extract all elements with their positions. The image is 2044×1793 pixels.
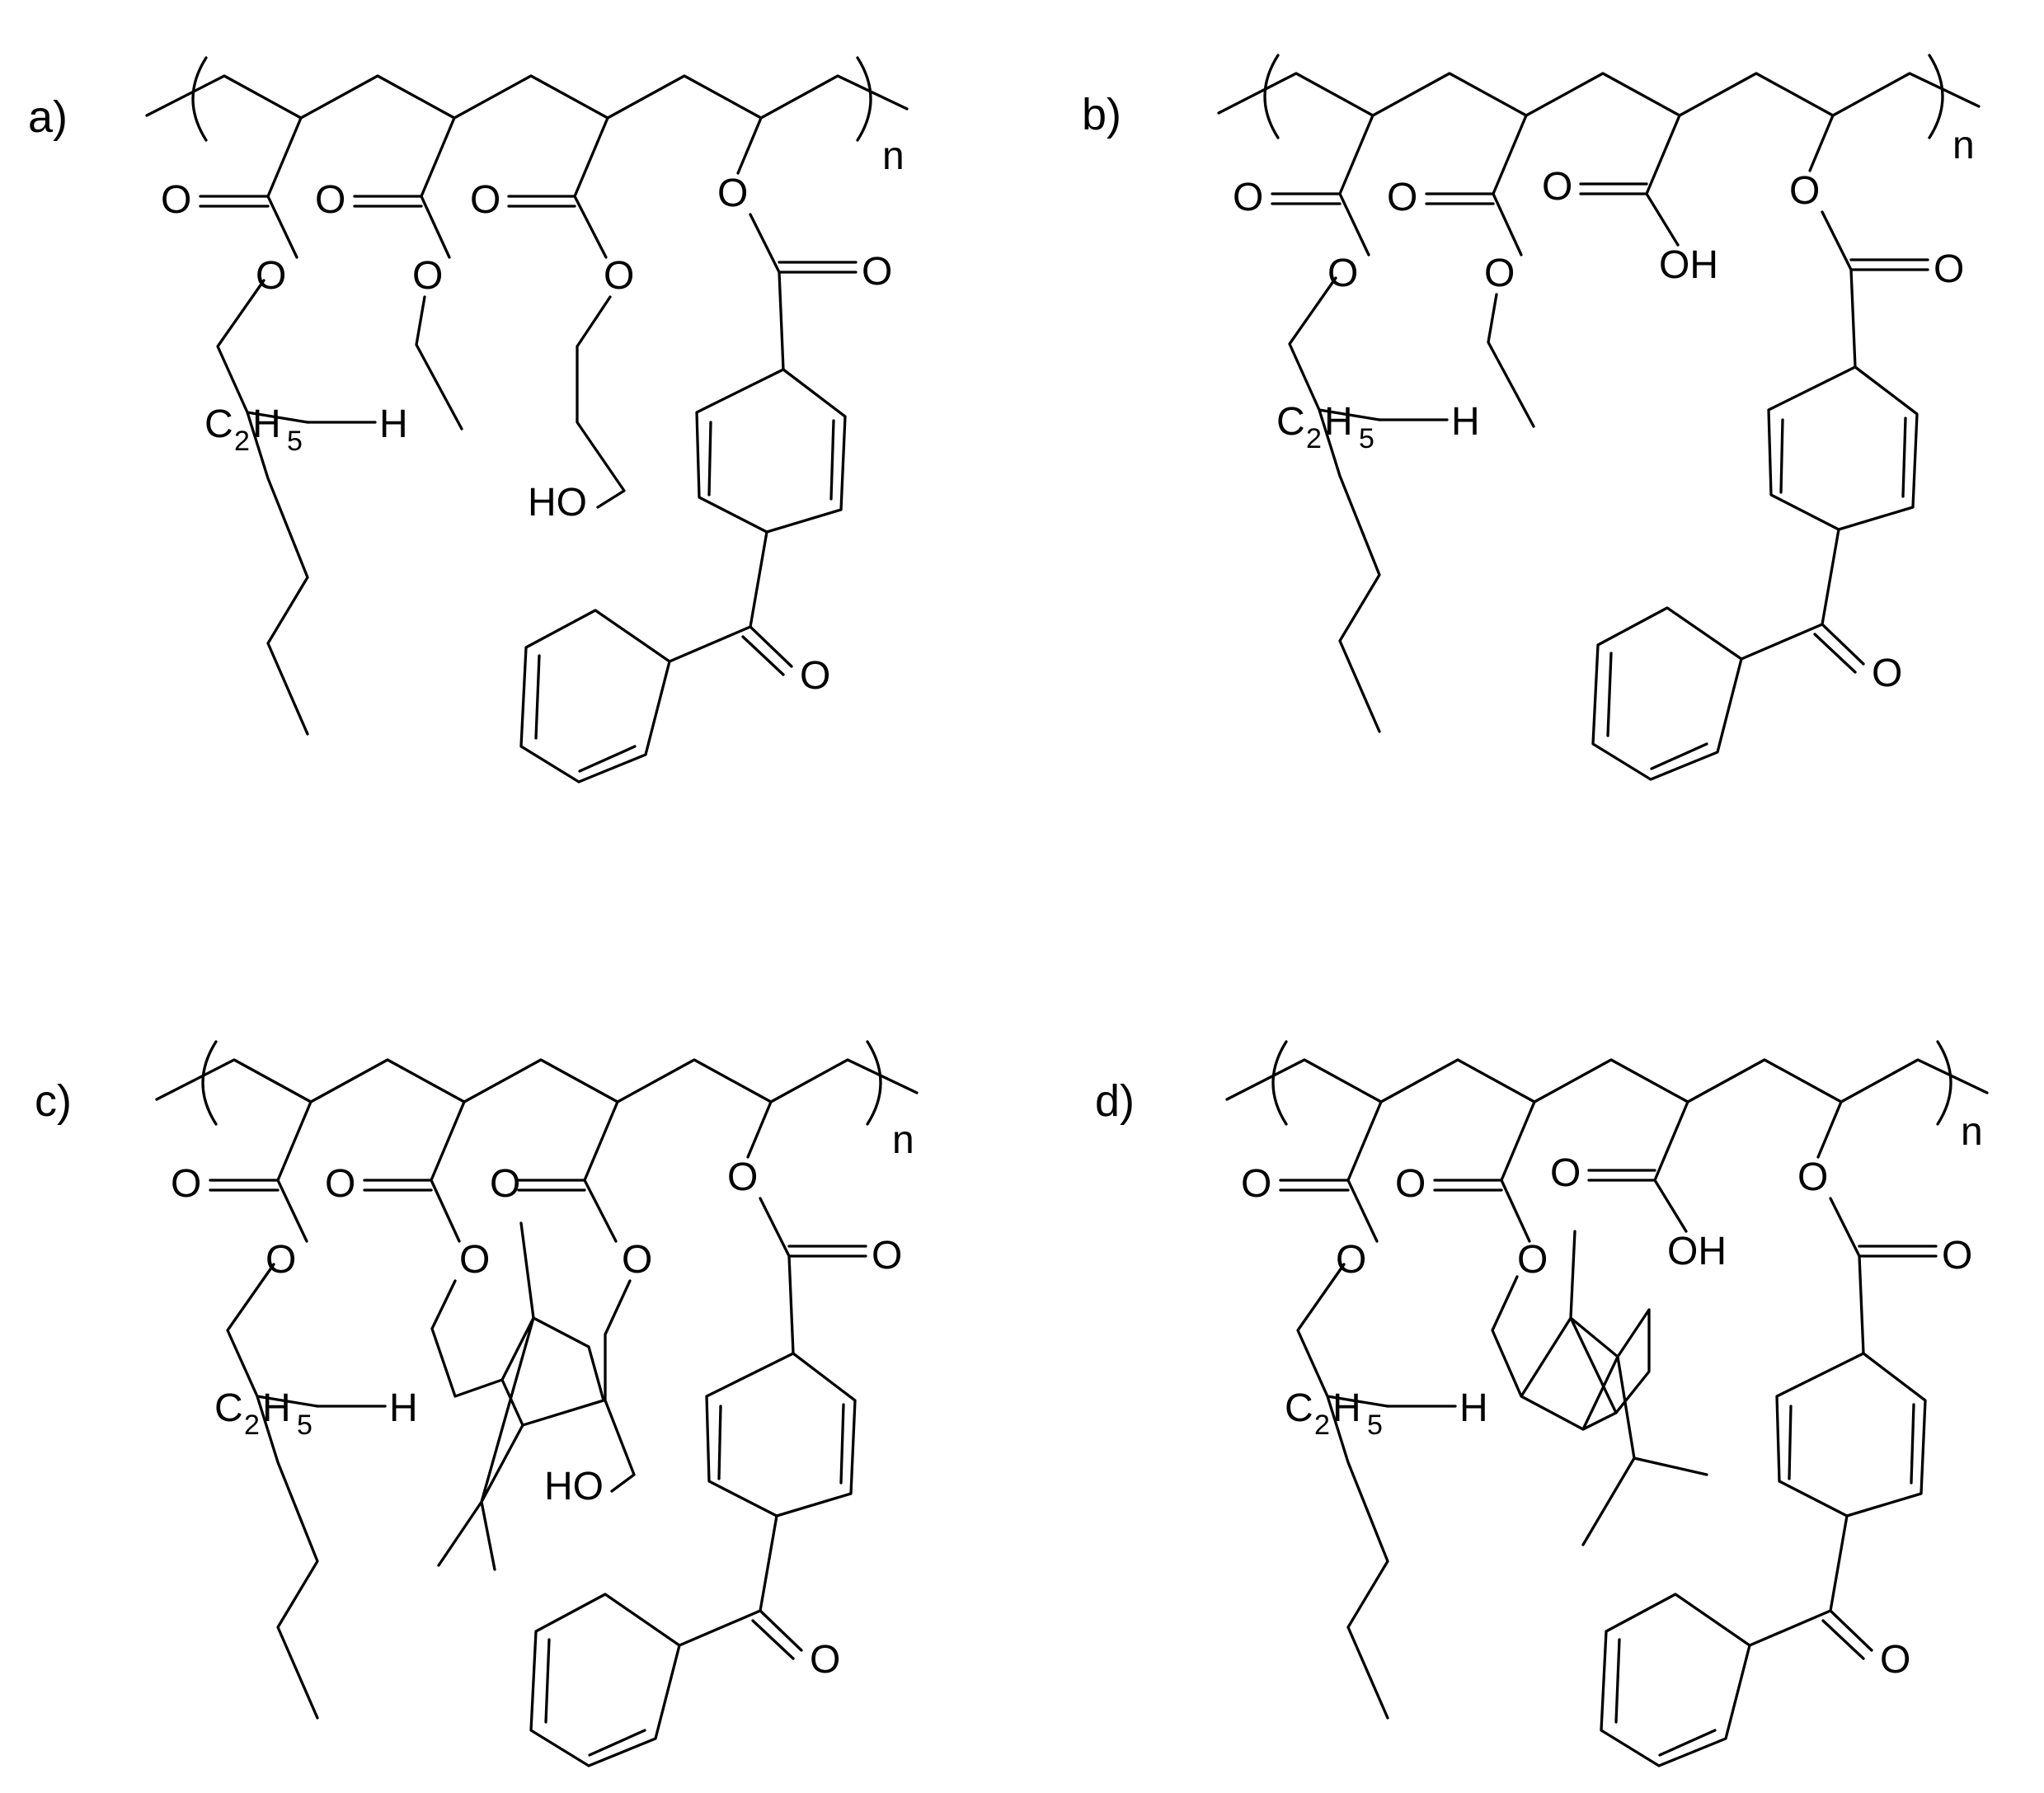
atom-h: H	[1324, 400, 1353, 444]
atom-o: O	[325, 1162, 355, 1206]
atom-o: O	[1797, 1155, 1828, 1199]
atom-c: C	[1276, 400, 1305, 444]
unit3-bonds	[1579, 114, 1681, 247]
atom-o: O	[315, 178, 345, 222]
atom-o: O	[604, 254, 634, 298]
atom-oh: OH	[1667, 1230, 1727, 1273]
atom-o: O	[1387, 176, 1417, 219]
atom-o: O	[800, 654, 830, 698]
atom-h: H	[262, 1386, 291, 1430]
atom-o: O	[470, 178, 500, 222]
left-bracket	[201, 1040, 218, 1126]
atom-sub: 5	[297, 1409, 312, 1441]
atom-h: H	[252, 402, 281, 446]
atom-c: C	[1285, 1386, 1313, 1430]
atom-o: O	[256, 254, 286, 298]
atom-h: H	[379, 402, 408, 446]
atom-o: O	[1233, 176, 1263, 219]
atom-o: O	[1542, 165, 1572, 209]
panel-label: c)	[35, 1076, 72, 1126]
unit2-bonds	[1425, 114, 1535, 428]
atom-o: O	[1336, 1238, 1366, 1282]
unit1-bonds	[1279, 1100, 1389, 1720]
unit2-bonds	[1433, 1100, 1708, 1546]
left-bracket	[1263, 54, 1280, 139]
atom-h: H	[1332, 1386, 1361, 1430]
atom-c: C	[204, 402, 233, 446]
unit1-bonds	[209, 1100, 319, 1720]
backbone	[1225, 1058, 1989, 1104]
atom-sub: 2	[244, 1409, 260, 1441]
atom-o: O	[862, 250, 892, 294]
panel-label: d)	[1095, 1076, 1135, 1126]
unit4-bonds	[1591, 114, 1929, 781]
unit1-bonds	[1271, 114, 1381, 733]
atom-ho: HO	[528, 481, 587, 525]
atom-o: O	[810, 1638, 840, 1682]
atom-o: O	[1789, 169, 1820, 213]
atom-o: O	[622, 1238, 652, 1282]
atom-o: O	[1942, 1234, 1972, 1278]
atom-sub: 5	[1359, 423, 1374, 454]
atom-sub: 2	[1306, 423, 1322, 454]
atom-o: O	[717, 172, 748, 215]
backbone	[155, 1058, 919, 1104]
atom-h: H	[389, 1386, 418, 1430]
unit4-bonds	[1600, 1100, 1938, 1767]
atom-ho: HO	[544, 1465, 604, 1508]
atom-sub: 2	[234, 426, 250, 457]
panel-c: c) n O O C 2 H 5 H O O O O HO O O O	[35, 1040, 919, 1767]
atom-c: C	[214, 1386, 243, 1430]
panel-d: d) n O O C 2 H 5 H O O O OH O O O	[1095, 1040, 1989, 1767]
right-bracket	[866, 1040, 882, 1126]
right-bracket	[1936, 1040, 1952, 1126]
repeat-unit-n: n	[882, 134, 905, 178]
atom-sub: 2	[1314, 1409, 1330, 1441]
atom-o: O	[872, 1234, 902, 1278]
left-bracket	[1271, 1040, 1288, 1126]
atom-o: O	[727, 1155, 758, 1199]
repeat-unit-n: n	[1961, 1110, 1983, 1154]
atom-oh: OH	[1659, 243, 1718, 287]
atom-o: O	[265, 1238, 296, 1282]
atom-o: O	[1395, 1162, 1426, 1206]
unit2-bonds	[353, 116, 463, 431]
atom-o: O	[171, 1162, 201, 1206]
repeat-unit-n: n	[892, 1118, 914, 1162]
panel-label: b)	[1082, 90, 1121, 139]
right-bracket	[856, 56, 872, 142]
atom-o: O	[1517, 1238, 1548, 1282]
repeat-unit-n: n	[1952, 124, 1975, 167]
unit3-bonds	[507, 116, 626, 509]
panel-a: a) n O O C 2 H 5 H O O O O HO O O O	[28, 56, 909, 784]
unit3-bonds	[1587, 1100, 1689, 1233]
left-bracket	[191, 56, 208, 142]
backbone	[145, 74, 909, 120]
unit1-bonds	[199, 116, 309, 736]
atom-o: O	[1880, 1638, 1910, 1682]
backbone	[1217, 72, 1981, 117]
right-bracket	[1928, 54, 1944, 139]
atom-o: O	[1934, 247, 1964, 291]
atom-o: O	[1550, 1151, 1581, 1195]
panel-label: a)	[28, 92, 68, 142]
atom-sub: 5	[287, 426, 303, 457]
unit3-bonds	[517, 1100, 636, 1493]
unit2-bonds	[363, 1100, 605, 1571]
atom-sub: 5	[1367, 1409, 1383, 1441]
atom-o: O	[459, 1238, 490, 1282]
unit4-bonds	[519, 116, 858, 784]
panel-b: b) n O O C 2 H 5 H O O O OH O O O	[1082, 54, 1981, 781]
atom-o: O	[1327, 252, 1358, 295]
atom-o: O	[1241, 1162, 1271, 1206]
atom-o: O	[1484, 252, 1515, 295]
atom-h: H	[1459, 1386, 1488, 1430]
atom-o: O	[161, 178, 191, 222]
atom-o: O	[412, 254, 443, 298]
unit4-bonds	[529, 1100, 867, 1767]
atom-h: H	[1451, 400, 1480, 444]
atom-o: O	[1872, 652, 1902, 695]
atom-o: O	[490, 1162, 520, 1206]
